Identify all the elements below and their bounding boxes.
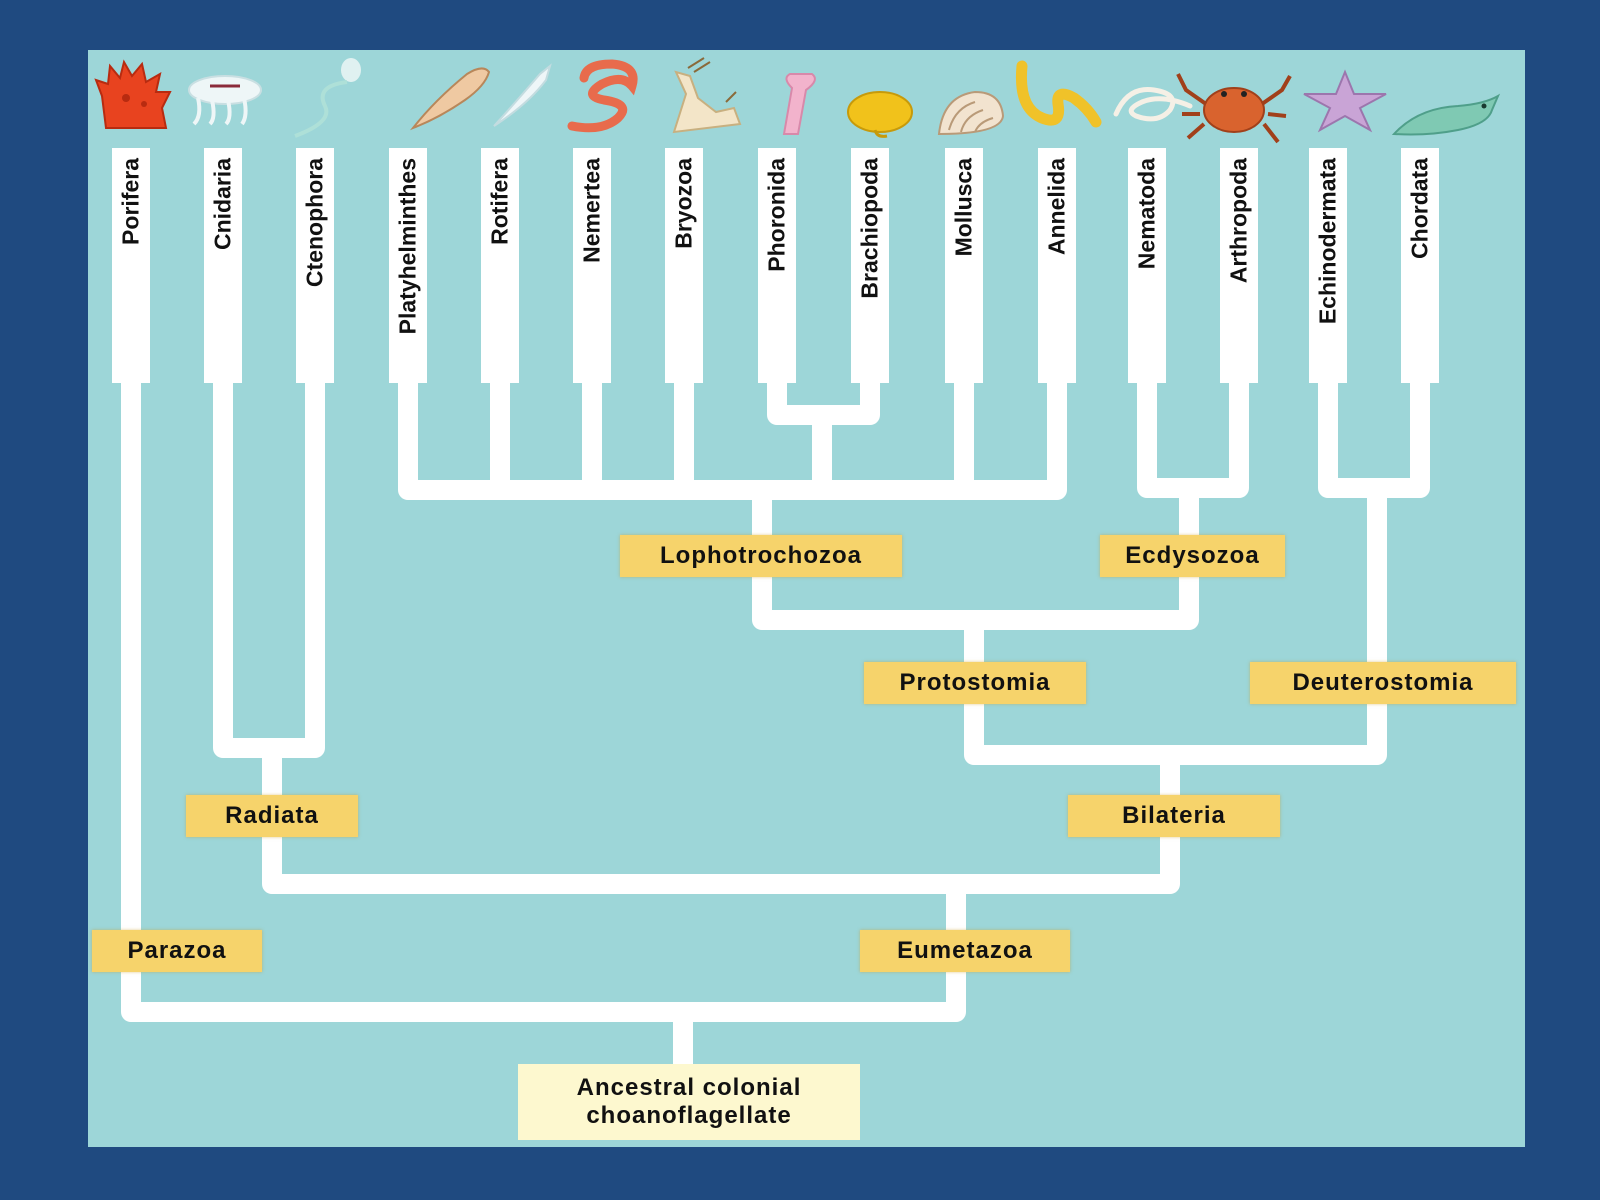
clade-parazoa: Parazoa	[92, 930, 262, 972]
root-ancestor-label: Ancestral colonial choanoflagellate	[518, 1064, 860, 1140]
clade-eumetazoa: Eumetazoa	[860, 930, 1070, 972]
phylum-label: Platyhelminthes	[394, 158, 421, 335]
jellyfish-icon	[188, 75, 262, 126]
phylum-mollusca: Mollusca	[945, 148, 983, 383]
clade-bilateria: Bilateria	[1068, 795, 1280, 837]
phylum-cnidaria: Cnidaria	[204, 148, 242, 383]
phylum-label: Mollusca	[950, 158, 977, 257]
phylum-phoronida: Phoronida	[758, 148, 796, 383]
roundworm-icon	[1113, 87, 1193, 122]
earthworm-icon	[1015, 60, 1102, 128]
phylum-platyhelminthes: Platyhelminthes	[389, 148, 427, 383]
clade-radiata: Radiata	[186, 795, 358, 837]
phoronid-icon	[782, 73, 816, 135]
phylum-label: Porifera	[117, 158, 144, 245]
rotifer-icon	[493, 63, 552, 127]
phylum-porifera: Porifera	[112, 148, 150, 383]
clade-lophotrochozoa: Lophotrochozoa	[620, 535, 902, 577]
phylum-label: Brachiopoda	[856, 158, 883, 299]
branch-deuterostomia	[1318, 380, 1430, 498]
phylum-label: Chordata	[1406, 158, 1433, 259]
ribbon-worm-icon	[567, 59, 638, 133]
crab-icon	[1176, 73, 1292, 144]
phylum-ctenophora: Ctenophora	[296, 148, 334, 383]
phylum-label: Nemertea	[578, 158, 605, 263]
phylum-nematoda: Nematoda	[1128, 148, 1166, 383]
phylum-annelida: Annelida	[1038, 148, 1076, 383]
brachiopod-icon	[847, 91, 913, 138]
phylum-brachiopoda: Brachiopoda	[851, 148, 889, 383]
starfish-icon	[1303, 69, 1387, 133]
root-line-1: Ancestral colonial	[576, 1074, 802, 1101]
fish-icon	[1391, 93, 1501, 136]
phylum-nemertea: Nemertea	[573, 148, 611, 383]
clade-protostomia: Protostomia	[864, 662, 1086, 704]
phylum-label: Arthropoda	[1225, 158, 1252, 284]
phylum-chordata: Chordata	[1401, 148, 1439, 383]
phylum-label: Rotifera	[486, 158, 513, 245]
flatworm-icon	[409, 67, 491, 131]
branch-radiata-bilateria	[262, 755, 1180, 894]
bryozoan-icon	[672, 57, 742, 134]
comb-jelly-icon	[294, 58, 361, 138]
phylum-arthropoda: Arthropoda	[1220, 148, 1258, 383]
clade-ecdysozoa: Ecdysozoa	[1100, 535, 1285, 577]
shell-icon	[937, 90, 1005, 136]
phylum-bryozoa: Bryozoa	[665, 148, 703, 383]
phylum-label: Bryozoa	[670, 158, 697, 249]
clade-deuterostomia: Deuterostomia	[1250, 662, 1516, 704]
phylum-label: Cnidaria	[209, 158, 236, 251]
branch-radiata	[213, 380, 325, 758]
branch-porifera	[121, 380, 673, 1022]
branch-eumetazoa	[673, 884, 966, 1022]
phylum-label: Phoronida	[763, 158, 790, 272]
phylum-label: Ctenophora	[301, 158, 328, 288]
branch-phoronida-brachiopoda	[767, 380, 880, 425]
root-line-2: choanoflagellate	[586, 1102, 792, 1129]
branch-ecdysozoa	[1137, 380, 1249, 498]
sponge-icon	[94, 59, 172, 129]
phylum-rotifera: Rotifera	[481, 148, 519, 383]
phylum-label: Nematoda	[1133, 158, 1160, 270]
phylum-label: Annelida	[1043, 158, 1070, 256]
branch-lophotrochozoa	[398, 380, 1067, 500]
phylum-echinodermata: Echinodermata	[1309, 148, 1347, 383]
phylum-label: Echinodermata	[1314, 158, 1341, 325]
